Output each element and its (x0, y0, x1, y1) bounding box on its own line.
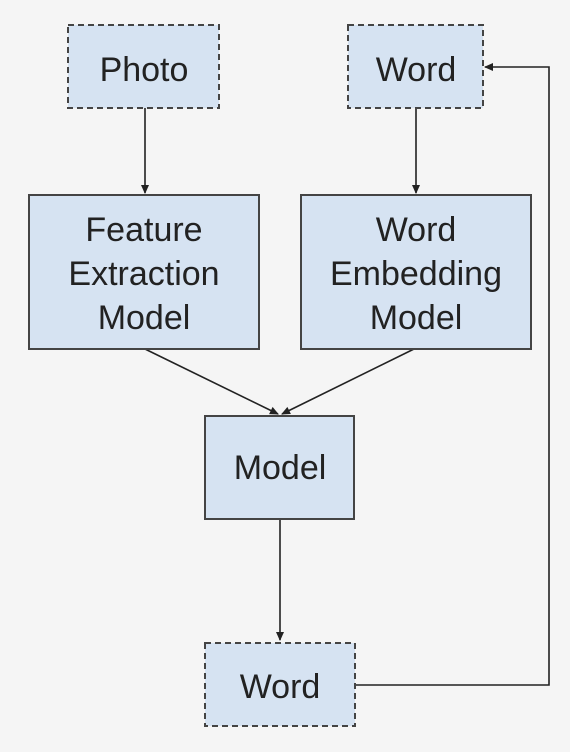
feature-extraction-line-3: Model (98, 299, 191, 337)
edge-word-output-feedback-to-word-input (355, 63, 550, 686)
word-output-box (204, 642, 356, 727)
node-model: Model (204, 415, 355, 520)
word-input-box (347, 24, 484, 109)
photo-box (67, 24, 220, 109)
photo-label: Photo (100, 51, 189, 89)
word-embedding-line-3: Model (370, 299, 463, 337)
word-embedding-line-2: Embedding (330, 255, 502, 293)
word-output-label: Word (240, 668, 321, 706)
word-input-label: Word (376, 51, 457, 89)
edge-feature-extraction-to-model (144, 348, 279, 415)
node-feature-extraction-model: Feature Extraction Model (28, 194, 260, 350)
node-word-embedding-model: Word Embedding Model (300, 194, 532, 350)
model-label: Model (234, 449, 327, 487)
feature-extraction-line-2: Extraction (68, 255, 219, 293)
edge-word-embedding-to-model (281, 348, 415, 415)
word-embedding-line-1: Word (376, 211, 457, 249)
feature-extraction-line-1: Feature (85, 211, 202, 249)
node-photo: Photo (67, 24, 220, 109)
word-embedding-box (300, 194, 532, 350)
feature-extraction-box (28, 194, 260, 350)
model-box (204, 415, 355, 520)
node-word-input: Word (347, 24, 484, 109)
edges (141, 63, 550, 686)
node-word-output: Word (204, 642, 356, 727)
